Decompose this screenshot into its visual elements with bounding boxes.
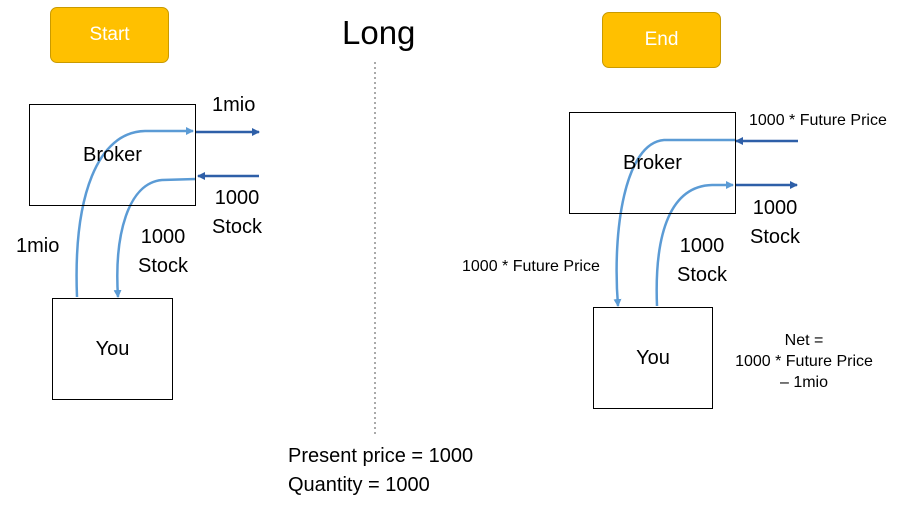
you-to-broker-label-end: 1000 Stock bbox=[676, 235, 728, 286]
broker-to-you-stock-flow bbox=[113, 177, 197, 298]
broker-to-you-label: 1000 Stock bbox=[137, 226, 189, 277]
you-box-start: You bbox=[52, 298, 173, 400]
net-result: Net = 1000 * Future Price – 1mio bbox=[735, 332, 873, 391]
end-badge: End bbox=[602, 12, 721, 68]
present-price-text: Present price = 1000 bbox=[288, 445, 474, 467]
cash-in-label: 1000 * Future Price bbox=[749, 112, 887, 129]
broker-to-you-label-end: 1000 * Future Price bbox=[462, 258, 600, 275]
diagram-title: Long bbox=[342, 14, 416, 51]
you-to-broker-label: 1mio bbox=[16, 235, 60, 257]
you-to-broker-stock-flow bbox=[655, 181, 734, 307]
broker-to-you-cash-flow bbox=[613, 138, 735, 307]
broker-box-start: Broker bbox=[29, 104, 196, 206]
cash-out-label: 1mio bbox=[212, 94, 256, 116]
start-badge: Start bbox=[50, 7, 169, 63]
you-box-end: You bbox=[593, 307, 713, 409]
quantity-text: Quantity = 1000 bbox=[288, 474, 430, 496]
stock-in-label: 1000 Stock bbox=[211, 187, 263, 238]
broker-box-end: Broker bbox=[569, 112, 736, 214]
stock-out-label: 1000 Stock bbox=[749, 197, 801, 248]
you-to-broker-cash-flow bbox=[75, 127, 194, 298]
